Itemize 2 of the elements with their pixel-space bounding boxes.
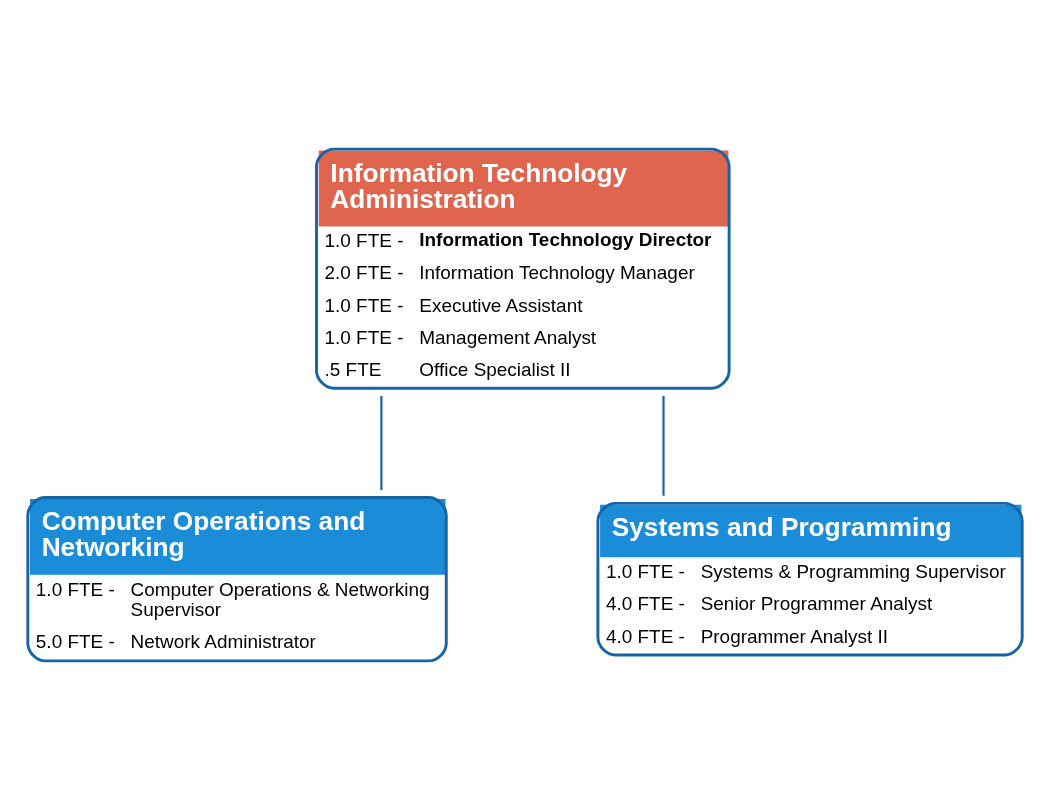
connector xyxy=(380,395,383,491)
connector xyxy=(662,395,665,496)
